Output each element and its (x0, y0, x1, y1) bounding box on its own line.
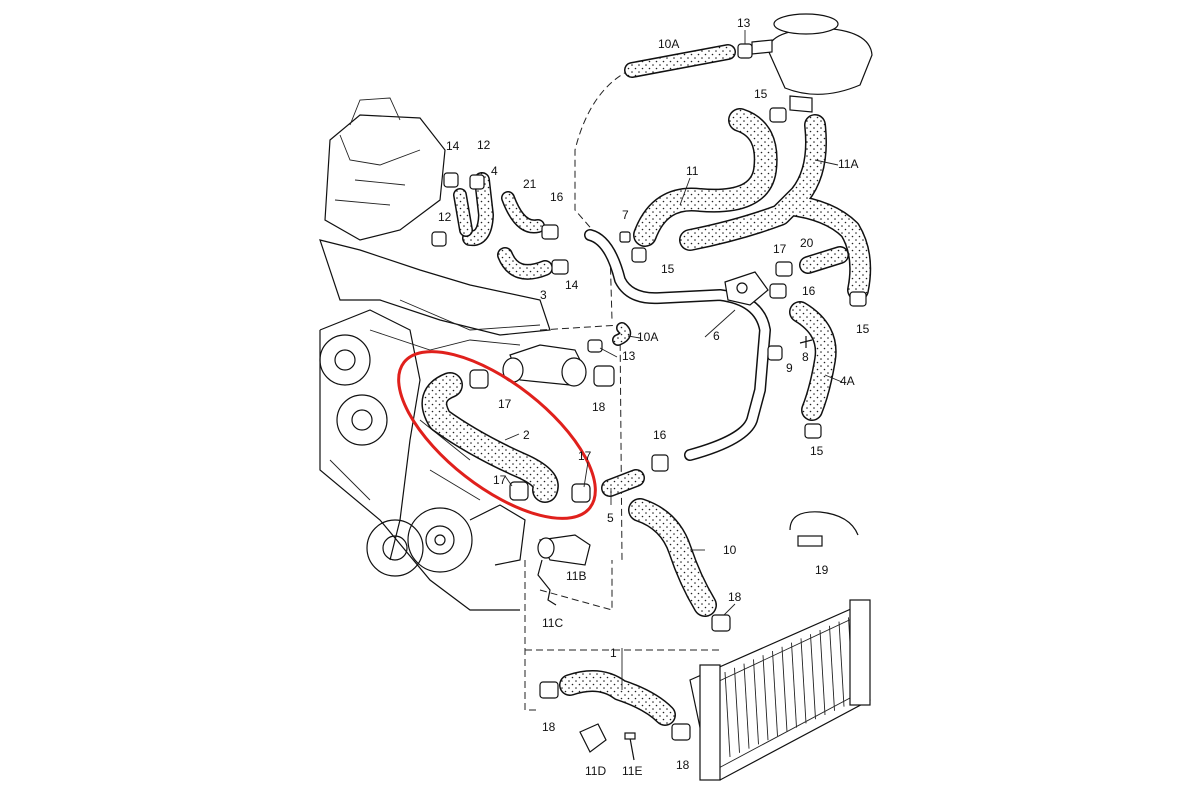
radiator-fin (743, 663, 750, 749)
part-label: 8 (802, 350, 809, 364)
hose-21 (501, 191, 545, 234)
flange-parts (502, 271, 859, 761)
part-label: 15 (661, 262, 675, 276)
radiator-fin (762, 655, 769, 741)
part-label: 11C (542, 616, 563, 630)
hoses (421, 44, 872, 726)
radiator-fin (829, 625, 835, 711)
part-label: 19 (815, 563, 829, 577)
radiator-fin (819, 629, 826, 716)
hose-4a (789, 301, 837, 421)
radiator-fin (734, 667, 740, 753)
part-label: 11A (838, 157, 858, 171)
part-label: 3 (540, 288, 547, 302)
part-label: 17 (578, 449, 592, 463)
radiator-fin (800, 638, 807, 724)
hose-4 (462, 172, 494, 247)
part-label: 10 (723, 543, 737, 557)
hose-2 (421, 372, 559, 503)
part-label: 17 (493, 473, 507, 487)
part-label: 6 (713, 329, 720, 343)
part-label: 4 (491, 164, 498, 178)
part-label: 15 (810, 444, 824, 458)
part-labels: 10A 13 15 11 11A 14 12 4 21 16 7 12 15 1… (438, 16, 870, 778)
part-label: 18 (542, 720, 556, 734)
part-label: 11E (622, 764, 642, 778)
radiator-fin (781, 646, 788, 732)
hose-3 (497, 247, 553, 280)
part-label: 11D (585, 764, 606, 778)
radiator-fin (810, 634, 816, 720)
part-label: 18 (592, 400, 606, 414)
part-label: 15 (856, 322, 870, 336)
hose-20 (799, 246, 849, 274)
part-label: 10A (637, 330, 658, 344)
part-label: 21 (523, 177, 537, 191)
hose-5 (601, 469, 645, 497)
part-label: 13 (622, 349, 636, 363)
radiator-fin (838, 621, 845, 707)
part-label: 16 (653, 428, 667, 442)
part-label: 10A (658, 37, 679, 51)
radiator (689, 599, 871, 781)
part-label: 20 (800, 236, 814, 250)
part-label: 12 (438, 210, 452, 224)
part-label: 9 (786, 361, 793, 375)
part-label: 12 (477, 138, 491, 152)
radiator-fin (791, 642, 797, 728)
engine-block (319, 97, 551, 611)
part-label: 14 (565, 278, 579, 292)
hose-1 (559, 670, 676, 726)
part-label: 18 (728, 590, 742, 604)
part-label: 13 (737, 16, 751, 30)
clamps (431, 43, 867, 741)
radiator-fin (724, 671, 731, 758)
part-label: 11 (686, 164, 699, 178)
part-label: 4A (840, 374, 855, 388)
part-label: 7 (622, 208, 629, 222)
hose-11a (679, 114, 872, 301)
part-label: 1 (610, 646, 617, 660)
hose-12 (453, 188, 473, 237)
radiator-fin (772, 650, 778, 737)
part-label: 2 (523, 428, 530, 442)
part-label: 17 (498, 397, 512, 411)
expansion-tank (751, 13, 873, 113)
hose-10a-small (612, 322, 632, 346)
leader-lines (504, 30, 843, 690)
hose-10a-top (624, 44, 736, 78)
part-label: 16 (550, 190, 564, 204)
pipe-6 (584, 229, 771, 461)
part-label: 15 (754, 87, 768, 101)
part-label: 5 (607, 511, 614, 525)
part-label: 11B (566, 569, 586, 583)
radiator-fin (753, 659, 759, 745)
highlight-ellipse (397, 350, 597, 520)
hose-10 (628, 498, 717, 617)
part-label: 18 (676, 758, 690, 772)
part-label: 16 (802, 284, 816, 298)
part-label: 17 (773, 242, 787, 256)
part-label: 14 (446, 139, 460, 153)
hose-11 (633, 108, 778, 247)
